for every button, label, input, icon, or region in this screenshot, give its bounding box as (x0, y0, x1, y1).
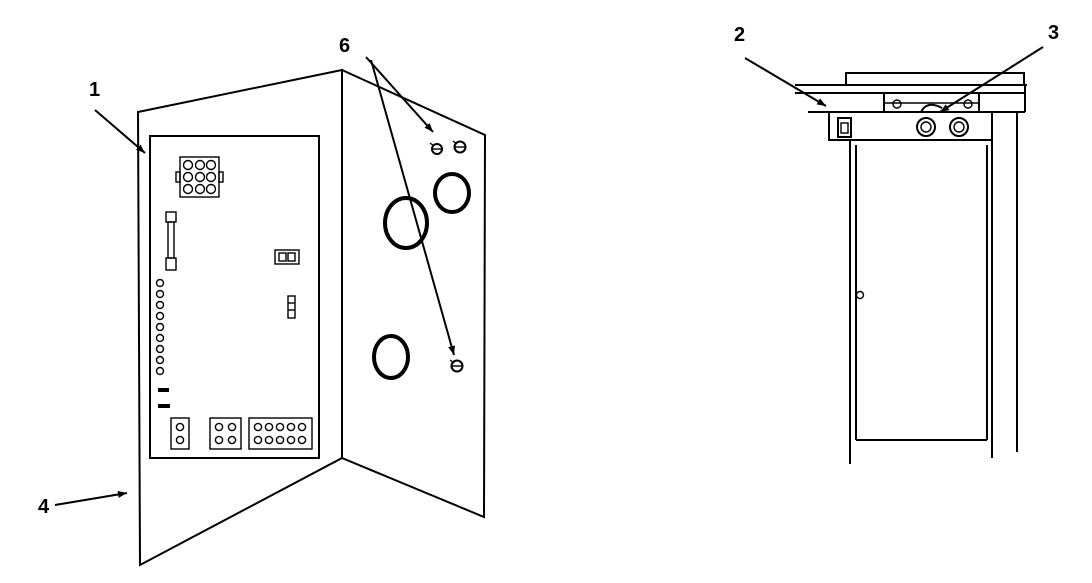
leader-1 (94, 109, 146, 154)
connector-right (274, 249, 300, 265)
side-flange (828, 112, 858, 141)
callout-1: 1 (89, 79, 100, 101)
bottom-connector-10pin (248, 417, 313, 450)
callout-2: 2 (734, 24, 745, 46)
switch-toggle (840, 122, 849, 134)
panel-latch (855, 290, 865, 300)
callout-4: 4 (38, 496, 50, 518)
port-right-outer (949, 117, 969, 137)
callout-6: 6 (339, 35, 350, 57)
circuit-board (149, 135, 320, 459)
led-column (155, 278, 165, 376)
door-screw-b (452, 140, 467, 154)
port-right-inner (953, 121, 965, 133)
door-screw-c (449, 359, 464, 373)
leader-6b (370, 59, 455, 356)
connector-top (175, 156, 224, 198)
switch-body (837, 117, 852, 138)
bottom-connector-4pin (209, 417, 242, 450)
bracket-screw-right (963, 99, 973, 109)
door-screw-a (429, 142, 443, 155)
leader-4 (54, 491, 128, 506)
jumper-2 (158, 404, 170, 408)
side-view-drawing (795, 72, 1027, 464)
bracket-tab (920, 103, 943, 113)
pin-header (287, 295, 296, 319)
open-enclosure-drawing (136, 68, 487, 567)
port-left-inner (920, 121, 932, 133)
bracket-screw-left (892, 99, 902, 109)
callout-3: 3 (1048, 22, 1059, 44)
leader-2 (744, 57, 827, 107)
port-left-outer (916, 117, 936, 137)
top-cap (845, 72, 1025, 85)
enclosure-door (341, 69, 487, 519)
enclosure-back-panel (136, 68, 343, 567)
leader-6a (365, 56, 434, 133)
bottom-connector-2pin (170, 417, 190, 450)
fuse-holder (165, 211, 177, 271)
leader-3 (939, 46, 1044, 113)
knockout-large (383, 196, 429, 250)
knockout-lower (372, 334, 410, 380)
jumper-1 (158, 388, 169, 392)
knockout-upper (433, 172, 471, 214)
